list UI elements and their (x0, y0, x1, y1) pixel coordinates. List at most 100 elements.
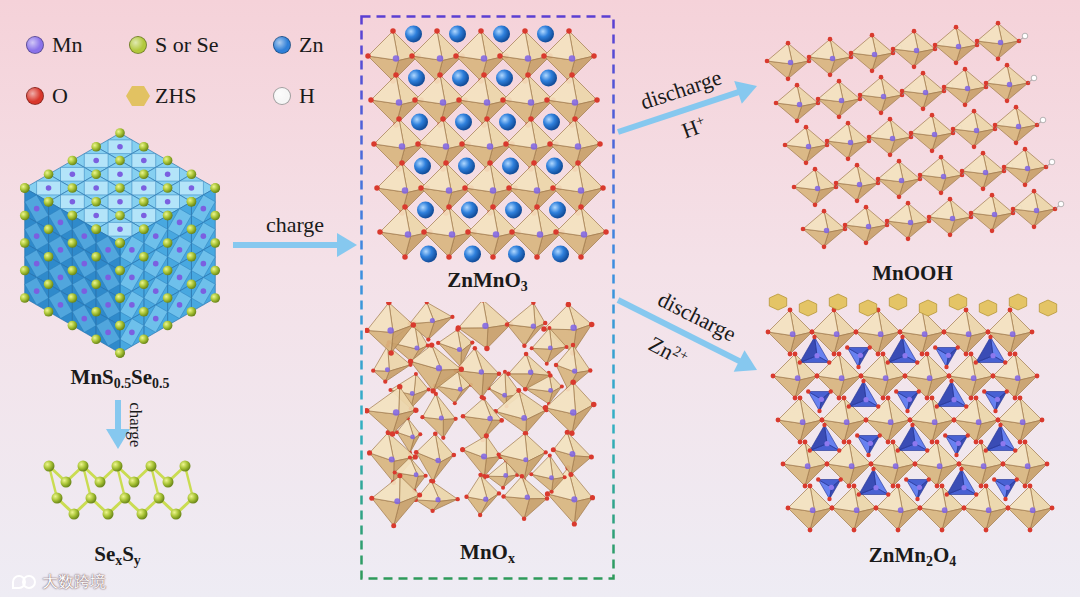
o-atom (564, 345, 568, 349)
s-se-atom (210, 183, 220, 193)
o-atom (505, 322, 509, 326)
mn-atom (201, 206, 207, 212)
o-atom (870, 69, 875, 74)
dashed-group: ZnMnO3MnOx (360, 15, 615, 580)
octahedron (369, 473, 422, 528)
ion-label: Zn2+ (644, 331, 691, 372)
octahedron (918, 155, 965, 195)
tetrahedron-face (937, 381, 954, 407)
s-se-atom (68, 211, 78, 221)
o-atom (1006, 506, 1011, 511)
o-atom (408, 455, 412, 459)
zn-atom (537, 26, 554, 43)
o-atom (534, 204, 540, 210)
zn-atom (458, 158, 475, 175)
tetrahedron-face (810, 425, 827, 451)
ion-label: H+ (678, 112, 709, 144)
o-atom (501, 494, 505, 498)
o-atom (441, 436, 445, 440)
o-atom (829, 389, 833, 393)
o-atom (959, 467, 963, 471)
o-atom (951, 127, 956, 132)
o-atom (918, 173, 923, 178)
s-se-atom (129, 477, 140, 488)
o-atom (431, 388, 436, 393)
mn-atom (153, 261, 159, 267)
o-atom (443, 160, 449, 166)
o-atom (487, 160, 493, 166)
s-se-atom (112, 461, 123, 472)
o-atom (957, 462, 962, 467)
mn-atom (990, 353, 995, 358)
formula-label: ZnMnO3 (447, 267, 527, 296)
s-se-atom (115, 321, 125, 331)
o-atom (864, 241, 869, 246)
o-atom (942, 330, 947, 335)
arrow-label-slot: charge (266, 212, 324, 237)
mn-atom (899, 178, 904, 183)
o-atom (808, 448, 812, 452)
octahedron-face (496, 391, 527, 420)
o-atom (856, 365, 860, 369)
o-atom (837, 396, 842, 401)
o-atom (597, 141, 603, 147)
o-atom (879, 111, 884, 116)
octahedron-face (920, 508, 947, 530)
mn-atom (795, 375, 801, 381)
mn-atom (153, 316, 159, 322)
mn-atom (528, 369, 533, 374)
o-atom (808, 528, 813, 533)
o-atom (427, 387, 431, 391)
o-atom (918, 506, 923, 511)
tetrahedron-face (947, 469, 964, 495)
octahedron-face (72, 298, 96, 339)
o-atom (996, 418, 1001, 423)
o-atom (588, 368, 592, 372)
crystal-structure: MnOx (365, 302, 610, 572)
zn-atom (493, 26, 510, 43)
o-atom (497, 491, 501, 495)
o-atom (530, 346, 534, 350)
s-se-atom (163, 266, 173, 276)
o-atom (550, 490, 554, 494)
octahedron-face (120, 312, 144, 353)
o-atom (984, 484, 989, 489)
octahedron-face (531, 455, 553, 479)
mn-atom (129, 275, 135, 281)
o-atom (847, 404, 851, 408)
o-atom (908, 418, 913, 423)
o-atom (786, 77, 791, 82)
legend-label: ZHS (155, 82, 197, 110)
o-atom (792, 185, 797, 190)
mn-atom (177, 247, 183, 253)
o-atom (942, 85, 947, 90)
o-atom (915, 497, 919, 501)
zn-atom (505, 202, 522, 219)
mn-atom (866, 224, 871, 229)
mn-atom (883, 375, 889, 381)
s-se-atom (115, 238, 125, 248)
zhs-flake (859, 300, 876, 316)
o-atom (408, 359, 413, 364)
zn-atom (543, 114, 560, 131)
o-atom (948, 233, 953, 238)
o-atom (972, 109, 977, 114)
s-se-atom (91, 224, 101, 234)
mn-atom (848, 140, 853, 145)
mn-atom (976, 419, 982, 425)
crystal-structure: MnS0.5Se0.5 (10, 125, 230, 397)
label-slot: MnOx (365, 539, 610, 568)
mn-atom (487, 416, 492, 421)
octahedron-face (778, 420, 805, 442)
o-atom (501, 486, 505, 490)
mn-atom (458, 387, 463, 392)
o-atom (414, 372, 418, 376)
legend-entry: O (52, 82, 68, 110)
o-atom (864, 418, 869, 423)
mn-atom (528, 99, 535, 106)
o-atom (876, 177, 881, 182)
o-atom (548, 453, 552, 457)
o-atom (839, 477, 843, 481)
o-atom (453, 401, 457, 405)
